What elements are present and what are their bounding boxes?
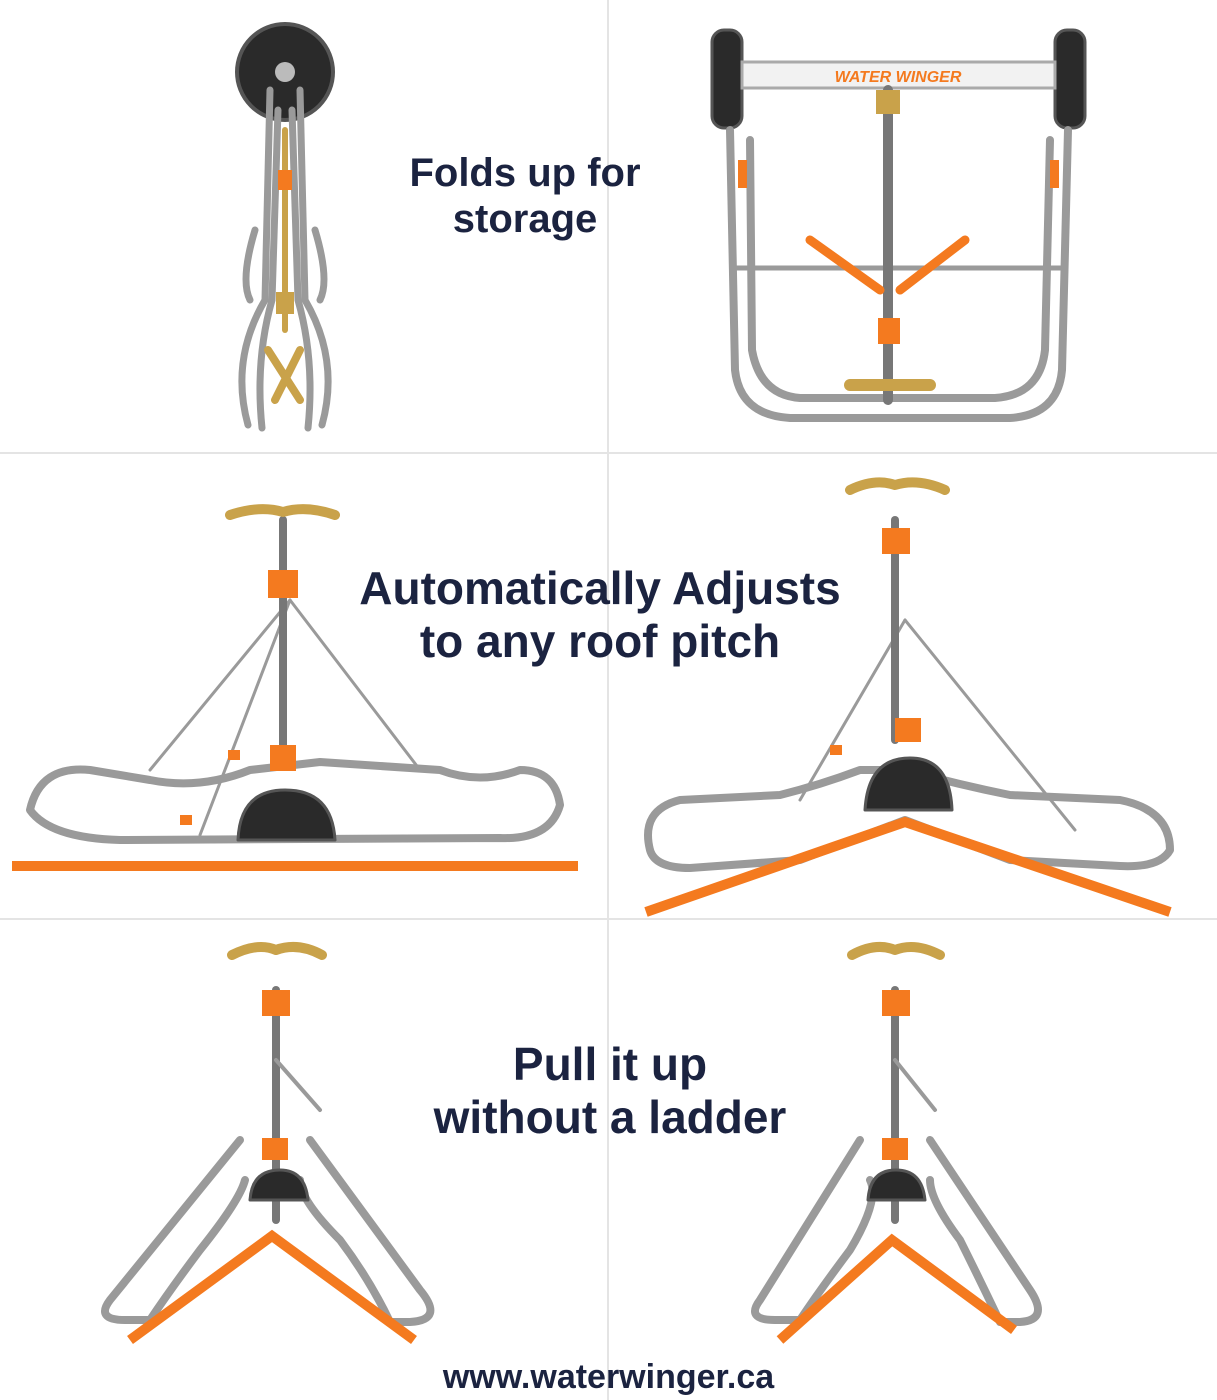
horizontal-divider-top — [0, 452, 1217, 454]
pitched-roof-setup-image — [644, 477, 1174, 872]
horizontal-divider-bottom — [0, 918, 1217, 920]
brand-label: WATER WINGER — [835, 69, 962, 86]
folded-front-view-image: WATER WINGER — [710, 28, 1087, 422]
wheel-icon — [236, 788, 337, 842]
pull-caption-line-1: Pull it up — [512, 1038, 708, 1090]
flat-roof-setup-image — [26, 504, 564, 844]
left-wheel-icon — [710, 28, 744, 130]
folded-side-view-image — [235, 22, 335, 432]
pull-roof-line-right — [776, 1233, 1017, 1344]
pull-caption-line-2: without a ladder — [433, 1090, 787, 1143]
pull-up-right-image — [751, 941, 1042, 1326]
pull-up-left-image — [101, 941, 435, 1326]
fold-caption-line-1: Folds up for — [409, 151, 641, 195]
wheel-icon — [866, 1168, 927, 1202]
pull-roof-line-left — [127, 1229, 417, 1345]
vertical-divider — [607, 0, 609, 1400]
adjust-caption-line-1: Automatically Adjusts — [359, 562, 841, 614]
brand-bar — [740, 60, 1057, 90]
wheel-icon — [863, 756, 954, 812]
adjust-caption-line-2: to any roof pitch — [419, 614, 781, 667]
pitched-roof-line — [644, 816, 1172, 917]
fold-caption-line-2: storage — [452, 197, 598, 241]
right-wheel-icon — [1053, 28, 1087, 130]
wheel-icon — [248, 1168, 310, 1202]
pull-caption: Pull it up without a ladder — [380, 1038, 840, 1144]
fold-caption: Folds up for storage — [360, 150, 690, 242]
website-link[interactable]: www.waterwinger.ca — [442, 1358, 775, 1396]
adjust-caption: Automatically Adjusts to any roof pitch — [300, 562, 900, 668]
